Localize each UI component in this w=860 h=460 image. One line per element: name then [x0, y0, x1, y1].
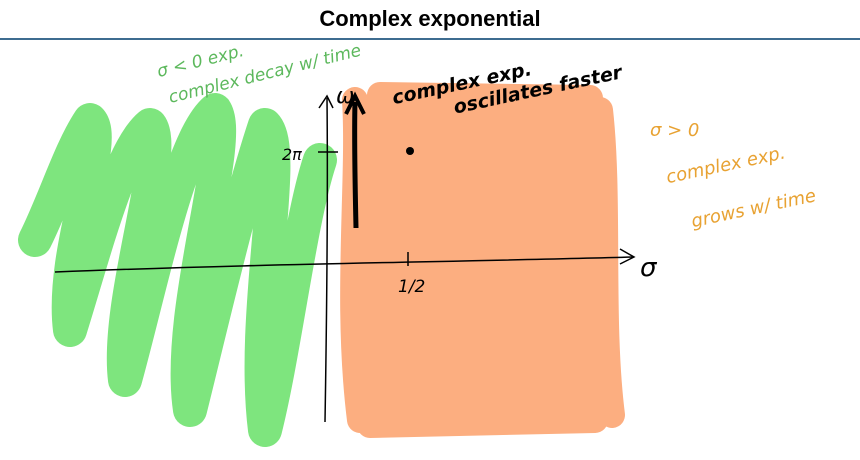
right-annotation: σ > 0 complex exp. grows w/ time: [650, 120, 818, 232]
sigma-axis-arrowhead: [619, 248, 636, 265]
tick-label-half: 1/2: [398, 277, 425, 297]
omega-axis: [324, 97, 329, 423]
left-half-plane-region: [18, 93, 337, 447]
sigma-axis: [54, 256, 634, 273]
tick-label-2pi: 2π: [282, 145, 302, 164]
slide-title: Complex exponential: [319, 6, 541, 31]
omega-axis-arrowhead: [318, 94, 334, 109]
oscillation-arrowhead: [344, 91, 366, 115]
axes: [54, 91, 636, 423]
left-annotation-line-2: complex decay w/ time: [167, 41, 364, 108]
right-annotation-line-1: σ > 0: [650, 120, 699, 141]
oscillation-arrow: [352, 101, 359, 229]
right-annotation-line-2: complex exp.: [664, 142, 787, 188]
left-annotation: σ < 0 exp. complex decay w/ time: [155, 41, 364, 108]
title-divider: [0, 38, 860, 40]
right-annotation-line-3: grows w/ time: [689, 185, 817, 232]
pole-point: [406, 147, 414, 155]
omega-axis-label: ω: [336, 84, 354, 109]
sigma-axis-label: σ: [640, 253, 658, 283]
